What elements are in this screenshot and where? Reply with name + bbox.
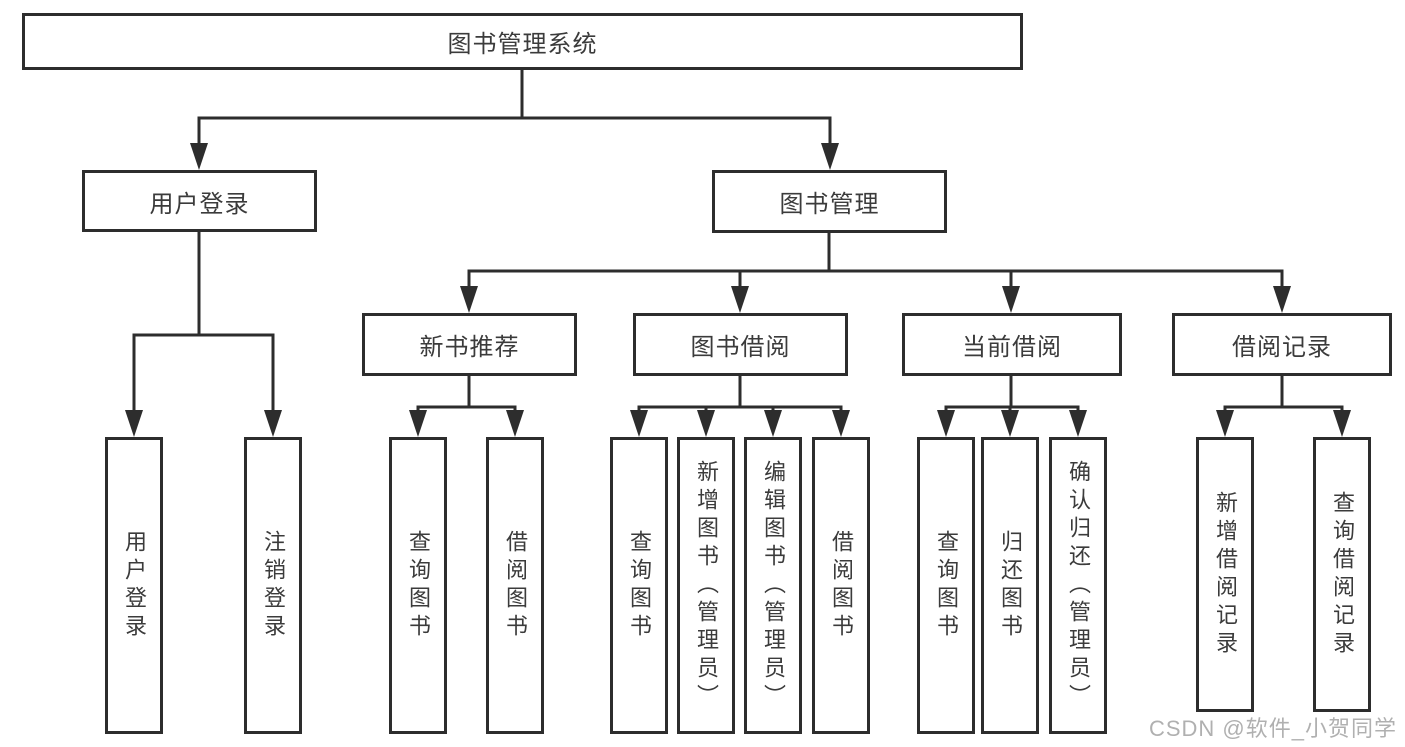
leaf-label: 编辑图书（管理员） (761, 459, 786, 712)
leaf-add-books-admin: 新增图书（管理员） (677, 437, 735, 734)
arrowhead-icons (125, 143, 1351, 437)
node-new-book-recommend: 新书推荐 (362, 313, 577, 376)
leaf-label: 注销登录 (261, 529, 286, 642)
leaf-label: 归还图书 (998, 529, 1023, 642)
leaf-label: 借阅图书 (503, 529, 528, 642)
leaf-query-books: 查询图书 (610, 437, 668, 734)
node-label: 图书管理 (779, 191, 880, 218)
leaf-label: 新增图书（管理员） (694, 459, 719, 712)
node-book-management: 图书管理 (712, 170, 947, 233)
leaf-label: 查询图书 (406, 529, 431, 642)
leaf-label: 新增借阅记录 (1213, 490, 1238, 659)
node-label: 图书管理系统 (447, 31, 598, 58)
node-label: 用户登录 (149, 190, 250, 218)
leaf-borrow-books: 借阅图书 (486, 437, 544, 734)
leaf-label: 查询图书 (627, 529, 652, 642)
node-library-management-system: 图书管理系统 (22, 13, 1023, 70)
leaf-query-books: 查询图书 (389, 437, 447, 734)
leaf-borrow-books: 借阅图书 (812, 437, 870, 734)
node-label: 图书借阅 (690, 334, 791, 361)
leaf-query-borrow-record: 查询借阅记录 (1313, 437, 1371, 712)
csdn-watermark: CSDN @软件_小贺同学 (1148, 716, 1397, 741)
node-book-borrow: 图书借阅 (633, 313, 848, 376)
node-current-borrow: 当前借阅 (902, 313, 1122, 376)
leaf-confirm-return-admin: 确认归还（管理员） (1049, 437, 1107, 734)
leaf-label: 借阅图书 (829, 529, 854, 642)
node-label: 新书推荐 (419, 334, 520, 361)
leaf-logout: 注销登录 (244, 437, 302, 734)
node-borrow-records: 借阅记录 (1172, 313, 1392, 376)
node-user-login: 用户登录 (82, 170, 317, 232)
leaf-return-books: 归还图书 (981, 437, 1039, 734)
leaf-query-books: 查询图书 (917, 437, 975, 734)
leaf-label: 查询图书 (934, 529, 959, 642)
leaf-label: 确认归还（管理员） (1066, 459, 1091, 712)
leaf-label: 查询借阅记录 (1330, 490, 1355, 659)
node-label: 借阅记录 (1232, 334, 1332, 361)
leaf-edit-books-admin: 编辑图书（管理员） (744, 437, 802, 734)
node-label: 当前借阅 (962, 334, 1062, 361)
leaf-label: 用户登录 (122, 529, 147, 642)
leaf-user-login: 用户登录 (105, 437, 163, 734)
leaf-add-borrow-record: 新增借阅记录 (1196, 437, 1254, 712)
